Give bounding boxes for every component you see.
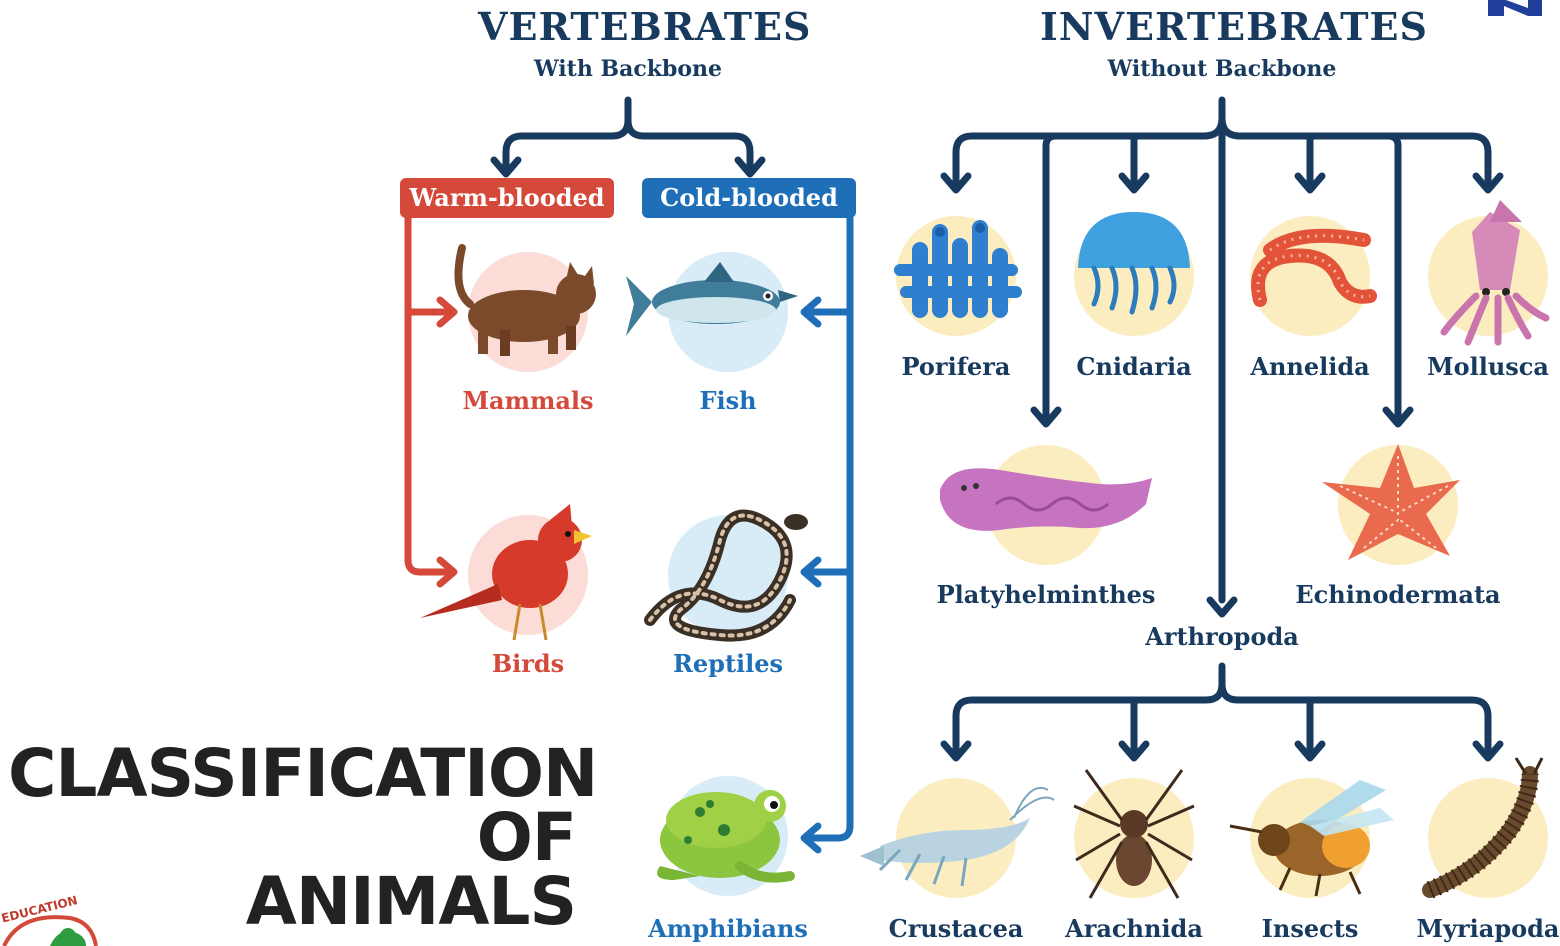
- birds-label: Birds: [492, 649, 564, 678]
- mollusca-illustration: [1428, 200, 1548, 342]
- echinodermata-illustration: [1322, 444, 1460, 565]
- amphibians-label: Amphibians: [648, 914, 808, 943]
- annelida-label: Annelida: [1250, 352, 1369, 381]
- mollusca-label: Mollusca: [1427, 352, 1549, 381]
- cnidaria-label: Cnidaria: [1076, 352, 1191, 381]
- corner-logo-fragment: [1488, 0, 1542, 16]
- arachnida-illustration: [1074, 770, 1194, 898]
- main-title: CLASSIFICATION OF ANIMALS: [8, 742, 576, 934]
- arthropoda-label: Arthropoda: [1145, 622, 1299, 651]
- amphibians-illustration: [657, 776, 790, 896]
- vertebrates-subtitle: With Backbone: [478, 56, 778, 82]
- fish-illustration: [626, 252, 798, 372]
- cnidaria-illustration: [1074, 212, 1194, 336]
- main-title-line3: ANIMALS: [8, 870, 576, 934]
- insects-illustration: [1230, 778, 1394, 898]
- invertebrates-title: INVERTEBRATES: [1040, 4, 1404, 49]
- porifera-illustration: [896, 216, 1016, 336]
- arthropoda-connector: [944, 666, 1500, 758]
- myriapoda-illustration: [1428, 758, 1548, 898]
- invertebrates-subtitle: Without Backbone: [1040, 56, 1404, 82]
- warm-blooded-connector: [408, 218, 454, 584]
- myriapoda-label: Myriapoda: [1417, 914, 1560, 943]
- insects-label: Insects: [1262, 914, 1359, 943]
- fish-label: Fish: [699, 386, 756, 415]
- crustacea-illustration: [860, 778, 1054, 898]
- echinodermata-label: Echinodermata: [1295, 580, 1500, 609]
- cold-blooded-connector: [804, 218, 850, 850]
- annelida-illustration: [1250, 216, 1370, 336]
- main-title-line1: CLASSIFICATION: [8, 742, 576, 806]
- reptiles-label: Reptiles: [673, 649, 783, 678]
- platyhelminthes-label: Platyhelminthes: [937, 580, 1156, 609]
- mammals-label: Mammals: [462, 386, 593, 415]
- vertebrates-title: VERTEBRATES: [478, 4, 778, 49]
- crustacea-label: Crustacea: [889, 914, 1024, 943]
- warm-blooded-tag: Warm-blooded: [400, 178, 614, 218]
- arachnida-label: Arachnida: [1065, 914, 1203, 943]
- platyhelminthes-illustration: [940, 445, 1152, 565]
- reptiles-illustration: [650, 514, 808, 636]
- cold-blooded-tag: Cold-blooded: [642, 178, 856, 218]
- vertebrates-connector: [494, 100, 762, 174]
- main-title-line2: OF: [8, 806, 576, 870]
- mammals-illustration: [458, 248, 596, 372]
- porifera-label: Porifera: [902, 352, 1011, 381]
